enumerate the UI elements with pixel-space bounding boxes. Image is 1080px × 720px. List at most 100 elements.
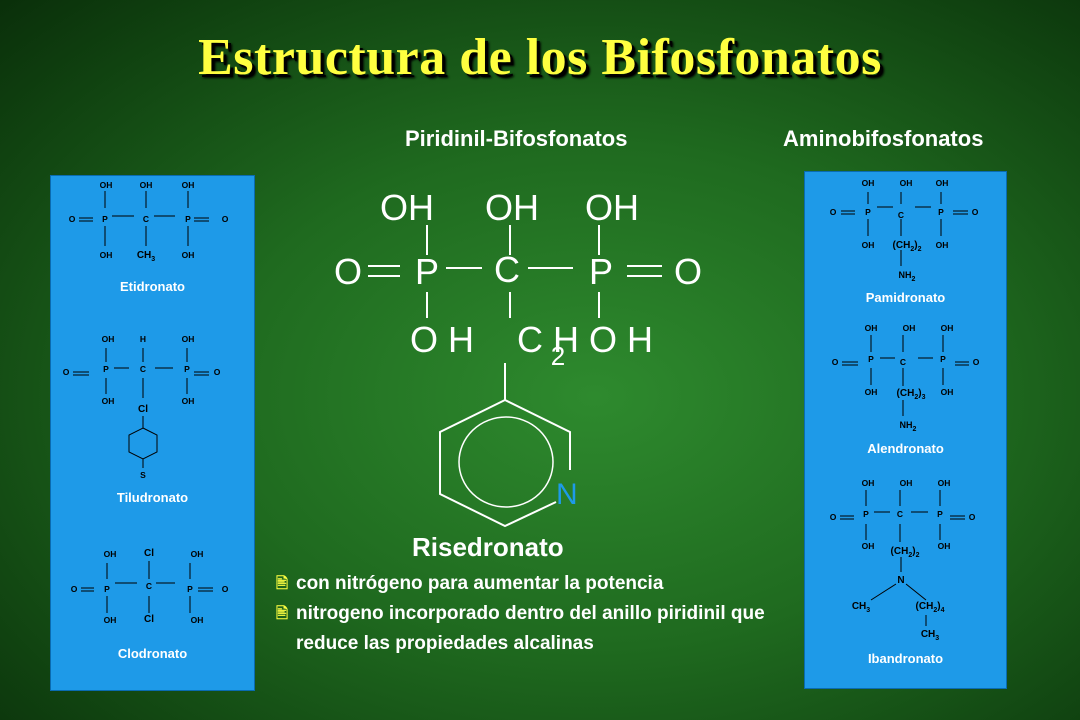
svg-text:OH: OH bbox=[100, 180, 113, 190]
svg-text:OH: OH bbox=[485, 187, 539, 228]
svg-text:P: P bbox=[940, 354, 946, 364]
svg-text:OH: OH bbox=[938, 478, 951, 488]
svg-text:OH: OH bbox=[191, 615, 204, 625]
drug-label-etidronato: Etidronato bbox=[120, 279, 185, 294]
svg-text:OH: OH bbox=[938, 541, 951, 551]
svg-text:C: C bbox=[897, 509, 903, 519]
svg-text:O: O bbox=[674, 251, 702, 292]
svg-text:C H: C H bbox=[517, 319, 579, 360]
bullet-text: nitrogeno incorporado dentro del anillo … bbox=[296, 603, 765, 654]
svg-text:OH: OH bbox=[900, 178, 913, 188]
risedronato-structure: OH OH OH O P C P O O H C H O H 2 bbox=[320, 180, 740, 530]
svg-text:O: O bbox=[214, 367, 221, 377]
svg-text:O: O bbox=[973, 357, 980, 367]
svg-text:CH3: CH3 bbox=[852, 601, 870, 614]
drug-label-alendronato: Alendronato bbox=[867, 441, 944, 456]
svg-text:Cl: Cl bbox=[144, 614, 154, 625]
risedronato-label: Risedronato bbox=[412, 532, 564, 562]
svg-text:OH: OH bbox=[182, 180, 195, 190]
svg-text:P: P bbox=[104, 584, 110, 594]
drug-label-ibandronato: Ibandronato bbox=[867, 651, 944, 666]
svg-text:(CH2)2: (CH2)2 bbox=[893, 240, 922, 253]
svg-text:O: O bbox=[972, 207, 979, 217]
svg-text:P: P bbox=[868, 354, 874, 364]
svg-text:P: P bbox=[415, 251, 439, 292]
svg-text:C: C bbox=[900, 357, 906, 367]
svg-text:O: O bbox=[222, 214, 229, 224]
svg-text:O: O bbox=[334, 251, 362, 292]
svg-text:C: C bbox=[146, 581, 152, 591]
svg-text:OH: OH bbox=[941, 387, 954, 397]
svg-text:OH: OH bbox=[104, 615, 117, 625]
svg-text:CH3: CH3 bbox=[137, 250, 155, 263]
svg-text:Cl: Cl bbox=[144, 548, 154, 559]
svg-text:OH: OH bbox=[104, 549, 117, 559]
svg-text:OH: OH bbox=[182, 334, 195, 344]
left-structures-panel: OH OH OH O P C P O OH OH CH3 OH H OH O P C P O OH OH C… bbox=[50, 175, 255, 691]
svg-text:OH: OH bbox=[936, 240, 949, 250]
svg-text:OH: OH bbox=[191, 549, 204, 559]
svg-text:P: P bbox=[863, 509, 869, 519]
svg-text:OH: OH bbox=[936, 178, 949, 188]
svg-text:OH: OH bbox=[865, 387, 878, 397]
svg-text:N: N bbox=[897, 575, 904, 586]
svg-text:S: S bbox=[140, 470, 146, 480]
heading-aminobifosfonatos: Aminobifosfonatos bbox=[783, 126, 984, 151]
svg-text:OH: OH bbox=[862, 240, 875, 250]
svg-text:O: O bbox=[830, 207, 837, 217]
svg-text:OH: OH bbox=[865, 323, 878, 333]
svg-text:P: P bbox=[103, 364, 109, 374]
svg-text:NH2: NH2 bbox=[900, 420, 917, 433]
svg-text:O: O bbox=[969, 512, 976, 522]
svg-text:OH: OH bbox=[862, 178, 875, 188]
svg-text:NH2: NH2 bbox=[899, 270, 916, 283]
bullet-item: 🖹 nitrogeno incorporado dentro del anill… bbox=[276, 599, 776, 659]
svg-text:P: P bbox=[589, 251, 613, 292]
svg-text:(CH2)2: (CH2)2 bbox=[891, 546, 920, 559]
svg-text:O: O bbox=[69, 214, 76, 224]
svg-text:P: P bbox=[185, 214, 191, 224]
left-structures-svg: OH OH OH O P C P O OH OH CH3 OH H OH O P C P O OH OH C… bbox=[63, 180, 229, 625]
svg-text:P: P bbox=[938, 207, 944, 217]
svg-text:O H: O H bbox=[410, 319, 474, 360]
drug-label-clodronato: Clodronato bbox=[117, 646, 188, 661]
svg-text:(CH2)3: (CH2)3 bbox=[897, 388, 926, 401]
pyridine-nitrogen-label: N bbox=[556, 478, 578, 511]
svg-text:2: 2 bbox=[551, 341, 565, 371]
svg-text:P: P bbox=[865, 207, 871, 217]
svg-text:O: O bbox=[830, 512, 837, 522]
svg-text:C: C bbox=[494, 249, 520, 290]
svg-text:O: O bbox=[832, 357, 839, 367]
svg-text:C: C bbox=[140, 364, 146, 374]
svg-text:Cl: Cl bbox=[138, 404, 148, 415]
svg-text:OH: OH bbox=[102, 396, 115, 406]
slide-title: Estructura de los Bifosfonatos bbox=[198, 29, 882, 86]
svg-text:OH: OH bbox=[862, 541, 875, 551]
svg-text:C: C bbox=[143, 214, 149, 224]
svg-text:P: P bbox=[937, 509, 943, 519]
svg-text:P: P bbox=[102, 214, 108, 224]
drug-label-pamidronato: Pamidronato bbox=[865, 290, 946, 305]
svg-text:C: C bbox=[898, 210, 904, 220]
svg-text:P: P bbox=[184, 364, 190, 374]
svg-text:OH: OH bbox=[903, 323, 916, 333]
svg-text:OH: OH bbox=[182, 396, 195, 406]
svg-text:H: H bbox=[140, 334, 146, 344]
bullet-text: con nitrógeno para aumentar la potencia bbox=[296, 573, 664, 594]
svg-text:O: O bbox=[63, 367, 70, 377]
svg-text:O H: O H bbox=[589, 319, 653, 360]
right-structures-panel: OH OH OH O P C P O OH OH (CH2)2 NH2 OH OH OH O P C P… bbox=[804, 171, 1007, 689]
svg-text:OH: OH bbox=[380, 187, 434, 228]
svg-text:OH: OH bbox=[900, 478, 913, 488]
svg-text:OH: OH bbox=[102, 334, 115, 344]
svg-text:OH: OH bbox=[585, 187, 639, 228]
risedronato-structure-svg: OH OH OH O P C P O O H C H O H 2 bbox=[334, 187, 702, 528]
svg-text:P: P bbox=[187, 584, 193, 594]
bullet-marker-icon: 🖹 bbox=[276, 575, 289, 592]
bullet-marker-icon: 🖹 bbox=[276, 605, 289, 622]
svg-text:CH3: CH3 bbox=[921, 629, 939, 642]
svg-text:OH: OH bbox=[941, 323, 954, 333]
svg-text:(CH2)4: (CH2)4 bbox=[916, 601, 945, 614]
bullet-list: 🖹 con nitrógeno para aumentar la potenci… bbox=[276, 569, 776, 659]
drug-label-tiludronato: Tiludronato bbox=[116, 490, 189, 505]
